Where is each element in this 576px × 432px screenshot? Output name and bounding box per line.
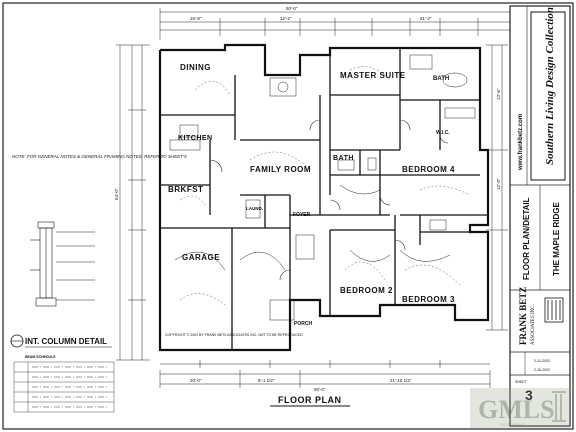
room-label-bedroom-4: BEDROOM 4 bbox=[402, 165, 455, 174]
title-block: www.frankbetz.com Southern Living Design… bbox=[509, 5, 571, 427]
room-label-dining: DINING bbox=[180, 63, 211, 72]
top-dimension-seg2: 12'-2" bbox=[280, 16, 292, 21]
website-text: www.frankbetz.com bbox=[518, 114, 524, 171]
right-dimension-strings bbox=[486, 44, 508, 331]
firm-sub-text: ASSOCIATES INC. bbox=[531, 304, 536, 345]
sheet-type-text: FLOOR PLAN/DETAIL bbox=[522, 197, 531, 280]
top-overall-dimension: 50'-0" bbox=[286, 6, 298, 11]
room-label-brkfst: BRKFST bbox=[168, 185, 203, 194]
exterior-walls bbox=[158, 43, 490, 352]
bottom-dimension-left: 20'-0" bbox=[190, 378, 202, 383]
plan-name-text: THE MAPLE RIDGE bbox=[552, 202, 561, 276]
room-label-kitchen: KITCHEN bbox=[178, 135, 213, 142]
watermark-letters: GMLS bbox=[478, 395, 555, 424]
general-note: NOTE: FOR GENERAL NOTES & GENERAL FRAMIN… bbox=[12, 154, 187, 159]
column-detail-title: INT. COLUMN DETAIL bbox=[10, 334, 112, 348]
sheet-number-text: 3 bbox=[525, 387, 533, 403]
firm-name-text: FRANK BETZ bbox=[518, 287, 528, 345]
room-label-foyer: FOYER bbox=[293, 212, 311, 218]
room-label-laundry: LAUND. bbox=[246, 206, 263, 211]
column-detail-drawing bbox=[30, 221, 95, 307]
southern-living-logo: Southern Living Design Collection bbox=[544, 7, 556, 165]
electrical-lines bbox=[179, 66, 471, 306]
room-label-family-room: FAMILY ROOM bbox=[250, 165, 311, 174]
general-note-line: NOTE: FOR GENERAL NOTES & GENERAL FRAMIN… bbox=[12, 154, 187, 159]
room-label-bath: BATH bbox=[333, 155, 354, 162]
room-label-garage: GARAGE bbox=[182, 253, 220, 262]
bottom-dimension-strings bbox=[159, 360, 491, 388]
right-dimension-seg1: 13'-6" bbox=[496, 88, 501, 100]
left-overall-dimension: 54'-0" bbox=[114, 188, 119, 200]
watermark-subtext: GEORGIA MLS bbox=[500, 423, 525, 427]
room-label-master-suite: MASTER SUITE bbox=[340, 71, 406, 80]
interior-walls bbox=[160, 48, 488, 350]
date-1-text: 2-12-2002 bbox=[534, 359, 550, 363]
column-detail-label: INT. COLUMN DETAIL bbox=[25, 337, 107, 346]
fixtures bbox=[169, 54, 476, 321]
bottom-overall-dimension: 50'-0" bbox=[314, 387, 326, 392]
bottom-dimension-mid: 8'-1 1/2" bbox=[258, 378, 275, 383]
top-dimension-strings bbox=[159, 8, 521, 40]
top-dimension-seg3: 21'-2" bbox=[420, 16, 432, 21]
beam-schedule: BEAM SCHEDULE bbox=[13, 355, 115, 413]
sheet-label-text: SHEET bbox=[515, 380, 528, 384]
room-label-bedroom-3: BEDROOM 3 bbox=[402, 295, 455, 304]
watermark-column-icon bbox=[552, 391, 566, 422]
right-dimension-seg2: 12'-0" bbox=[496, 178, 501, 190]
room-label-bedroom-2: BEDROOM 2 bbox=[340, 286, 393, 295]
floor-plan-title: FLOOR PLAN bbox=[278, 395, 342, 405]
beam-schedule-title: BEAM SCHEDULE bbox=[25, 355, 56, 359]
room-label-master-bath: BATH bbox=[433, 76, 449, 82]
gmls-watermark: GMLS GEORGIA MLS bbox=[470, 388, 570, 428]
room-label-wic: W.I.C. bbox=[436, 130, 450, 136]
door-swings bbox=[209, 119, 449, 281]
date-2-text: 2-26-2002 bbox=[534, 368, 550, 372]
bottom-dimension-right: 21'-10 1/2" bbox=[390, 378, 412, 383]
room-label-porch: PORCH bbox=[294, 321, 312, 327]
firm-logo-mark bbox=[544, 297, 564, 323]
top-dimension-seg1: 16'-8" bbox=[190, 16, 202, 21]
left-dimension-strings bbox=[116, 44, 150, 361]
copyright-note: COPYRIGHT © 2002 BY FRANK BETZ ASSOCIATE… bbox=[165, 333, 303, 337]
